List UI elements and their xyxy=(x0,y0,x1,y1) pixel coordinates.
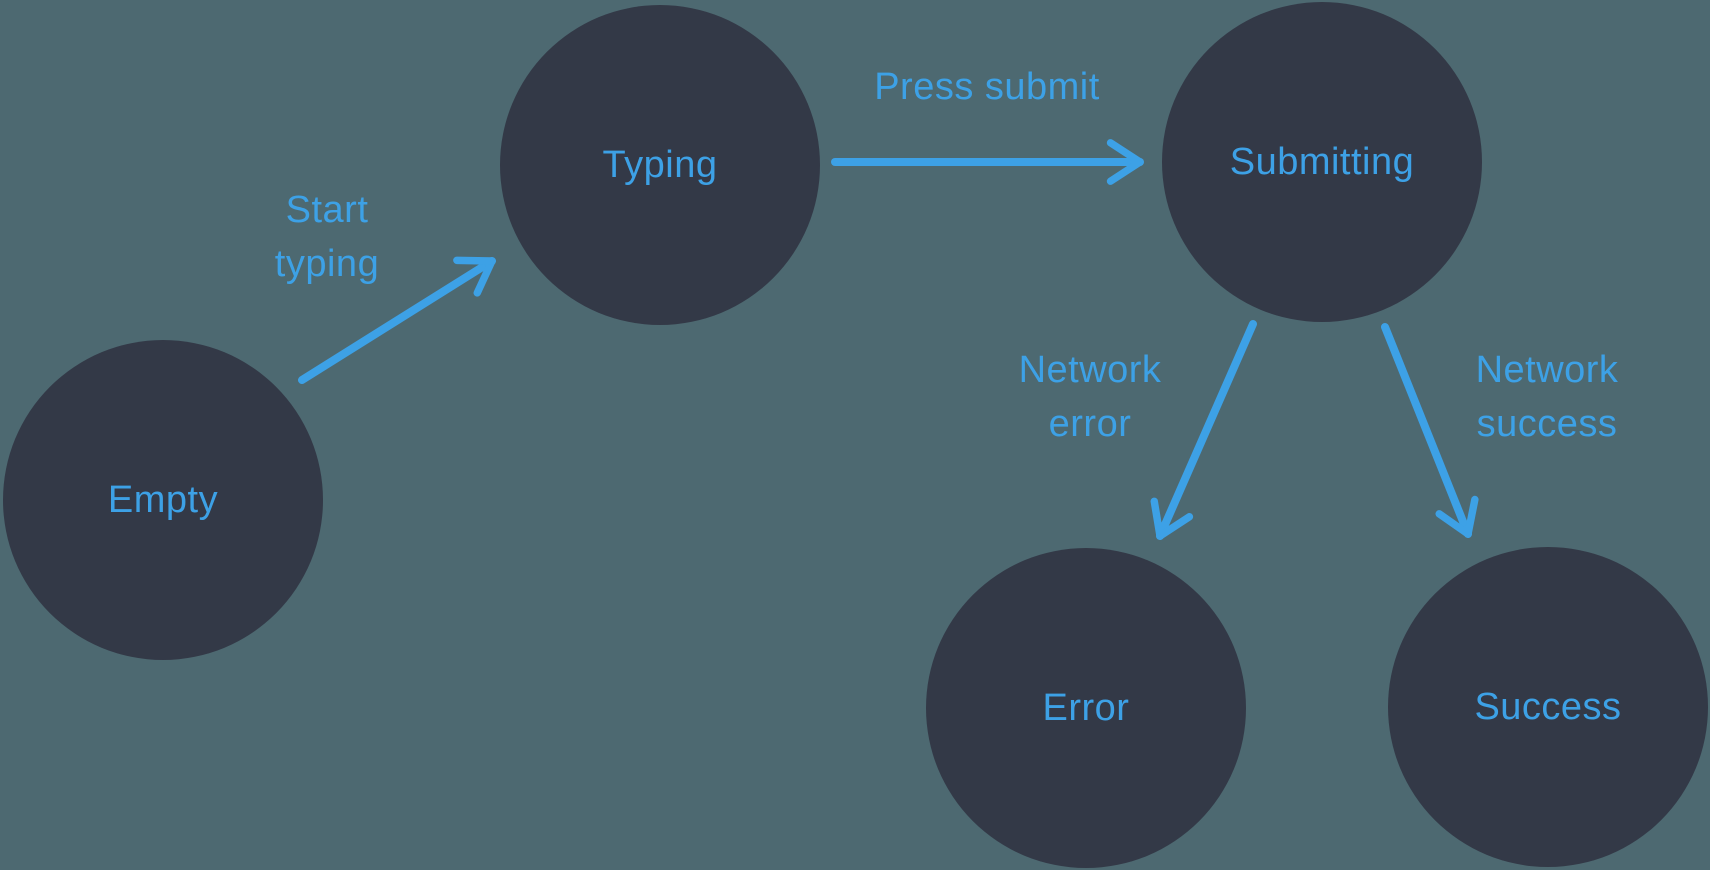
state-node-submitting: Submitting xyxy=(1162,2,1482,322)
state-node-success: Success xyxy=(1388,547,1708,867)
transition-label-start-typing: Start typing xyxy=(274,189,380,285)
state-label-submitting: Submitting xyxy=(1229,140,1415,183)
transition-label-network-error: Network error xyxy=(1018,349,1162,445)
transition-arrow-network-success xyxy=(1381,323,1479,538)
state-label-empty: Empty xyxy=(107,478,219,521)
transition-arrow-network-error xyxy=(1150,320,1257,540)
state-label-typing: Typing xyxy=(602,143,718,186)
state-node-typing: Typing xyxy=(500,5,820,325)
transition-label-network-success: Network success xyxy=(1475,349,1619,445)
state-node-empty: Empty xyxy=(3,340,323,660)
state-node-error: Error xyxy=(926,548,1246,868)
state-label-error: Error xyxy=(1042,686,1130,729)
state-label-success: Success xyxy=(1474,685,1622,728)
transition-label-press-submit: Press submit xyxy=(874,66,1100,108)
